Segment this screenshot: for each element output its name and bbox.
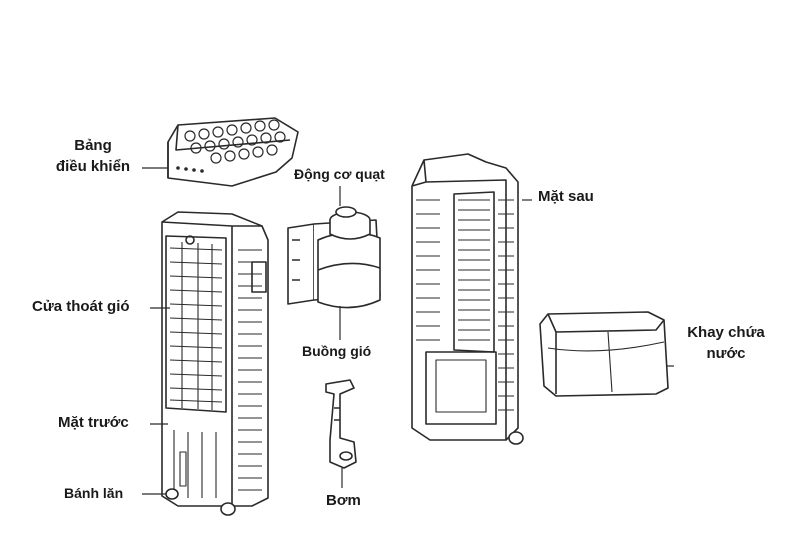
pump-part (325, 379, 357, 469)
label-air-outlet: Cửa thoát gió (32, 298, 130, 315)
back-fins (458, 199, 490, 341)
label-wheel: Bánh lăn (64, 485, 124, 501)
front-body-part (161, 211, 269, 516)
label-air-chamber: Buồng gió (302, 343, 372, 359)
label-control-panel-line2: điều khiển (55, 158, 131, 175)
label-pump: Bơm (326, 492, 361, 509)
outlet-grille-lines (169, 242, 223, 410)
label-fan-motor: Động cơ quạt (294, 166, 385, 182)
label-back-panel: Mặt sau (538, 188, 594, 205)
air-chamber-part (287, 206, 381, 309)
label-water-tray-line1: Khay chứa (687, 324, 765, 341)
label-control-panel-line1: Bảng (74, 137, 112, 154)
label-front-panel: Mặt trước (58, 414, 129, 431)
back-side-ribs (416, 199, 514, 411)
water-tray-part (539, 311, 669, 397)
back-housing-part (411, 153, 524, 445)
control-panel-part (167, 117, 299, 187)
leader-lines (142, 167, 674, 495)
side-ribs (238, 249, 262, 491)
label-water-tray-line2: nước (706, 345, 746, 362)
